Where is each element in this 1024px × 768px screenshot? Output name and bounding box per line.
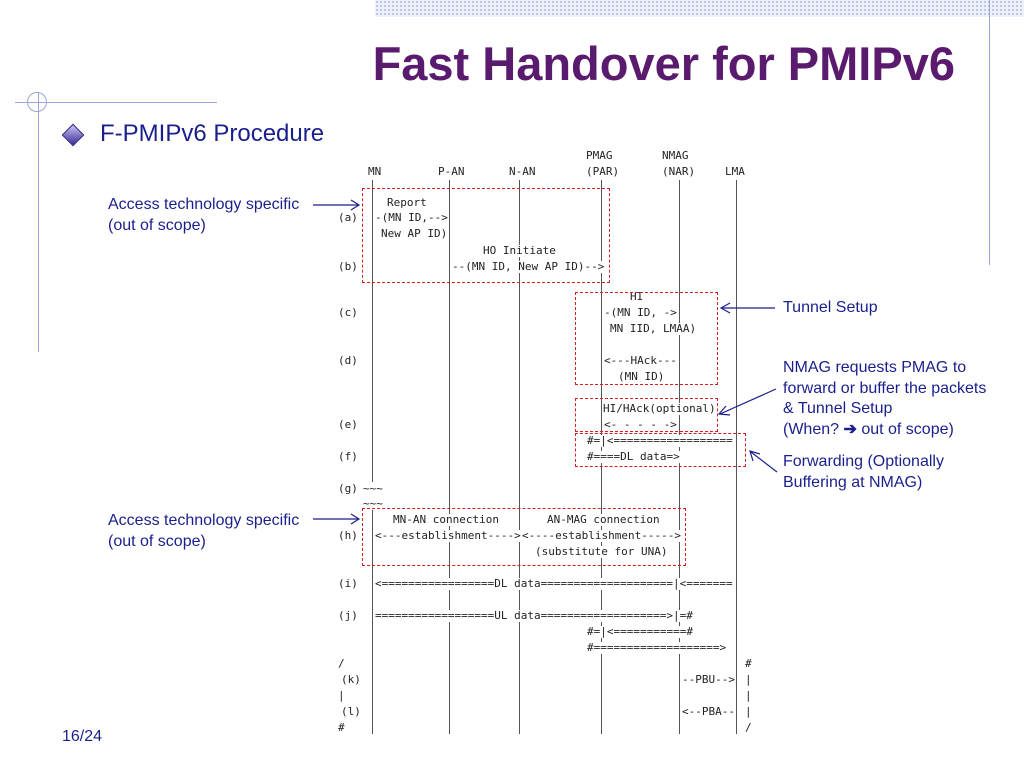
msg-disconnect-2: ~~~ bbox=[363, 497, 383, 510]
arrow-forward bbox=[750, 451, 778, 473]
msg-an-mag-connection: AN-MAG connection bbox=[547, 513, 660, 526]
note-access-technology-2: Access technology specific (out of scope… bbox=[108, 511, 299, 552]
note-line: forward or buffer the packets bbox=[783, 379, 987, 397]
msg-report-arrow: -(MN ID,--> bbox=[375, 211, 448, 224]
msg-substitute-una: (substitute for UNA) bbox=[535, 545, 668, 558]
note-access-technology-1: Access technology specific (out of scope… bbox=[108, 195, 299, 236]
bullet-text: F-PMIPv6 Procedure bbox=[100, 120, 325, 147]
step-label: (a) bbox=[338, 211, 358, 224]
msg-hi-param: MN IID, LMAA) bbox=[610, 322, 697, 335]
msg-pbu: --PBU--> bbox=[682, 673, 735, 686]
step-label: (c) bbox=[338, 306, 358, 319]
decor-line-horizontal bbox=[15, 102, 217, 103]
msg-hi-hack-arrow: <- - - - -> bbox=[604, 418, 677, 431]
arrow-access-1-head bbox=[350, 199, 361, 211]
arrow-tunnel-head bbox=[719, 302, 731, 314]
col-pan: P-AN bbox=[438, 165, 465, 178]
note-line: (out of scope) bbox=[108, 532, 206, 550]
arrow-nmag bbox=[719, 388, 777, 415]
msg-pba: <--PBA-- bbox=[682, 705, 735, 718]
box-tunnel-setup bbox=[575, 292, 718, 385]
note-line: NMAG requests PMAG to bbox=[783, 359, 967, 376]
note-forwarding: Forwarding (Optionally Buffering at NMAG… bbox=[783, 452, 944, 493]
col-nar: (NAR) bbox=[662, 165, 696, 178]
arrow-forward-head bbox=[749, 450, 761, 462]
msg-ho-initiate-arrow: --(MN ID, New AP ID)--> bbox=[452, 260, 605, 273]
msg-hi-hack-optional: HI/HAck(optional) bbox=[603, 402, 716, 415]
msg-mn-an-connection: MN-AN connection bbox=[393, 513, 499, 526]
box-nmag-request bbox=[575, 398, 718, 432]
lifeline-nan bbox=[519, 180, 520, 734]
col-mn: MN bbox=[368, 165, 382, 178]
note-line: (out of scope) bbox=[108, 216, 206, 234]
bracket-pipe-right: | bbox=[745, 705, 752, 718]
step-label: (j) bbox=[338, 609, 358, 622]
col-nmag: NMAG bbox=[662, 149, 689, 162]
msg-dl-data-forward: #====DL data=> bbox=[587, 450, 680, 463]
arrow-access-2-head bbox=[350, 513, 361, 525]
col-par: (PAR) bbox=[586, 165, 620, 178]
lifeline-mn bbox=[372, 180, 373, 482]
step-label: (l) bbox=[341, 705, 361, 718]
step-label: (k) bbox=[341, 673, 361, 686]
msg-dl-data: <=================DL data===============… bbox=[375, 577, 733, 590]
note-line: & Tunnel Setup bbox=[783, 400, 893, 417]
lifeline-mn-2 bbox=[372, 510, 373, 734]
decor-circle bbox=[27, 92, 47, 112]
col-nan: N-AN bbox=[509, 165, 536, 178]
box-forwarding bbox=[575, 433, 746, 467]
step-label: (h) bbox=[338, 529, 358, 542]
bracket-bottom: # bbox=[338, 721, 345, 734]
decor-line-vertical-left bbox=[38, 92, 39, 352]
note-nmag-request: NMAG requests PMAG to forward or buffer … bbox=[783, 358, 986, 440]
step-label: (d) bbox=[338, 354, 358, 367]
step-label: (i) bbox=[338, 577, 358, 590]
msg-hack-arrow: <---HAck--- bbox=[604, 354, 677, 367]
msg-report-param: New AP ID) bbox=[381, 227, 448, 240]
msg-ho-initiate: HO Initiate bbox=[483, 244, 556, 257]
msg-ul-tunnel-lma: #===================> bbox=[587, 641, 727, 654]
note-line: Forwarding (Optionally bbox=[783, 453, 944, 470]
box-connection bbox=[362, 508, 686, 566]
arrow-nmag-head bbox=[717, 405, 731, 416]
msg-ul-tunnel: #=|<===========# bbox=[587, 625, 693, 638]
step-label: (g) bbox=[338, 482, 358, 495]
header-pattern bbox=[375, 0, 1024, 17]
right-arrow-icon: ➔ bbox=[843, 420, 857, 438]
msg-tunnel-forward: #=|<================== bbox=[587, 434, 733, 447]
note-line: Access technology specific bbox=[108, 196, 300, 213]
bracket-bottom-right: / bbox=[745, 721, 752, 734]
decor-line-vertical-right bbox=[989, 0, 990, 265]
step-label: (f) bbox=[338, 450, 358, 463]
col-pmag: PMAG bbox=[586, 149, 613, 162]
bracket-pipe-right: | bbox=[745, 689, 752, 702]
note-line: Access technology specific bbox=[108, 512, 300, 529]
step-label: (e) bbox=[338, 418, 358, 431]
bracket-top: / bbox=[338, 657, 345, 670]
msg-mn-an-establishment: <---establishment----> bbox=[375, 529, 521, 542]
msg-ul-data: ==================UL data===============… bbox=[375, 609, 693, 622]
step-label: (b) bbox=[338, 260, 358, 273]
msg-report: Report bbox=[387, 196, 427, 209]
note-line: Buffering at NMAG) bbox=[783, 473, 923, 491]
note-tunnel-setup: Tunnel Setup bbox=[783, 299, 878, 316]
slide-title: Fast Handover for PMIPv6 bbox=[372, 37, 955, 90]
msg-hi: HI bbox=[630, 290, 644, 303]
bracket-pipe: | bbox=[338, 689, 345, 702]
bracket-top-right: # bbox=[745, 657, 752, 670]
lifeline-lma bbox=[736, 180, 737, 734]
msg-disconnect: ~~~ bbox=[363, 482, 383, 495]
lifeline-pan bbox=[449, 180, 450, 734]
msg-hack-param: (MN ID) bbox=[618, 370, 665, 383]
bracket-pipe-right: | bbox=[745, 673, 752, 686]
page-number: 16/24 bbox=[62, 728, 103, 745]
note-line: (When? ➔ out of scope) bbox=[783, 420, 954, 438]
col-lma: LMA bbox=[725, 165, 745, 178]
msg-an-mag-establishment: <----establishment-----> bbox=[522, 529, 681, 542]
box-report-ho-initiate bbox=[362, 188, 610, 283]
msg-hi-arrow: -(MN ID, -> bbox=[604, 306, 677, 319]
